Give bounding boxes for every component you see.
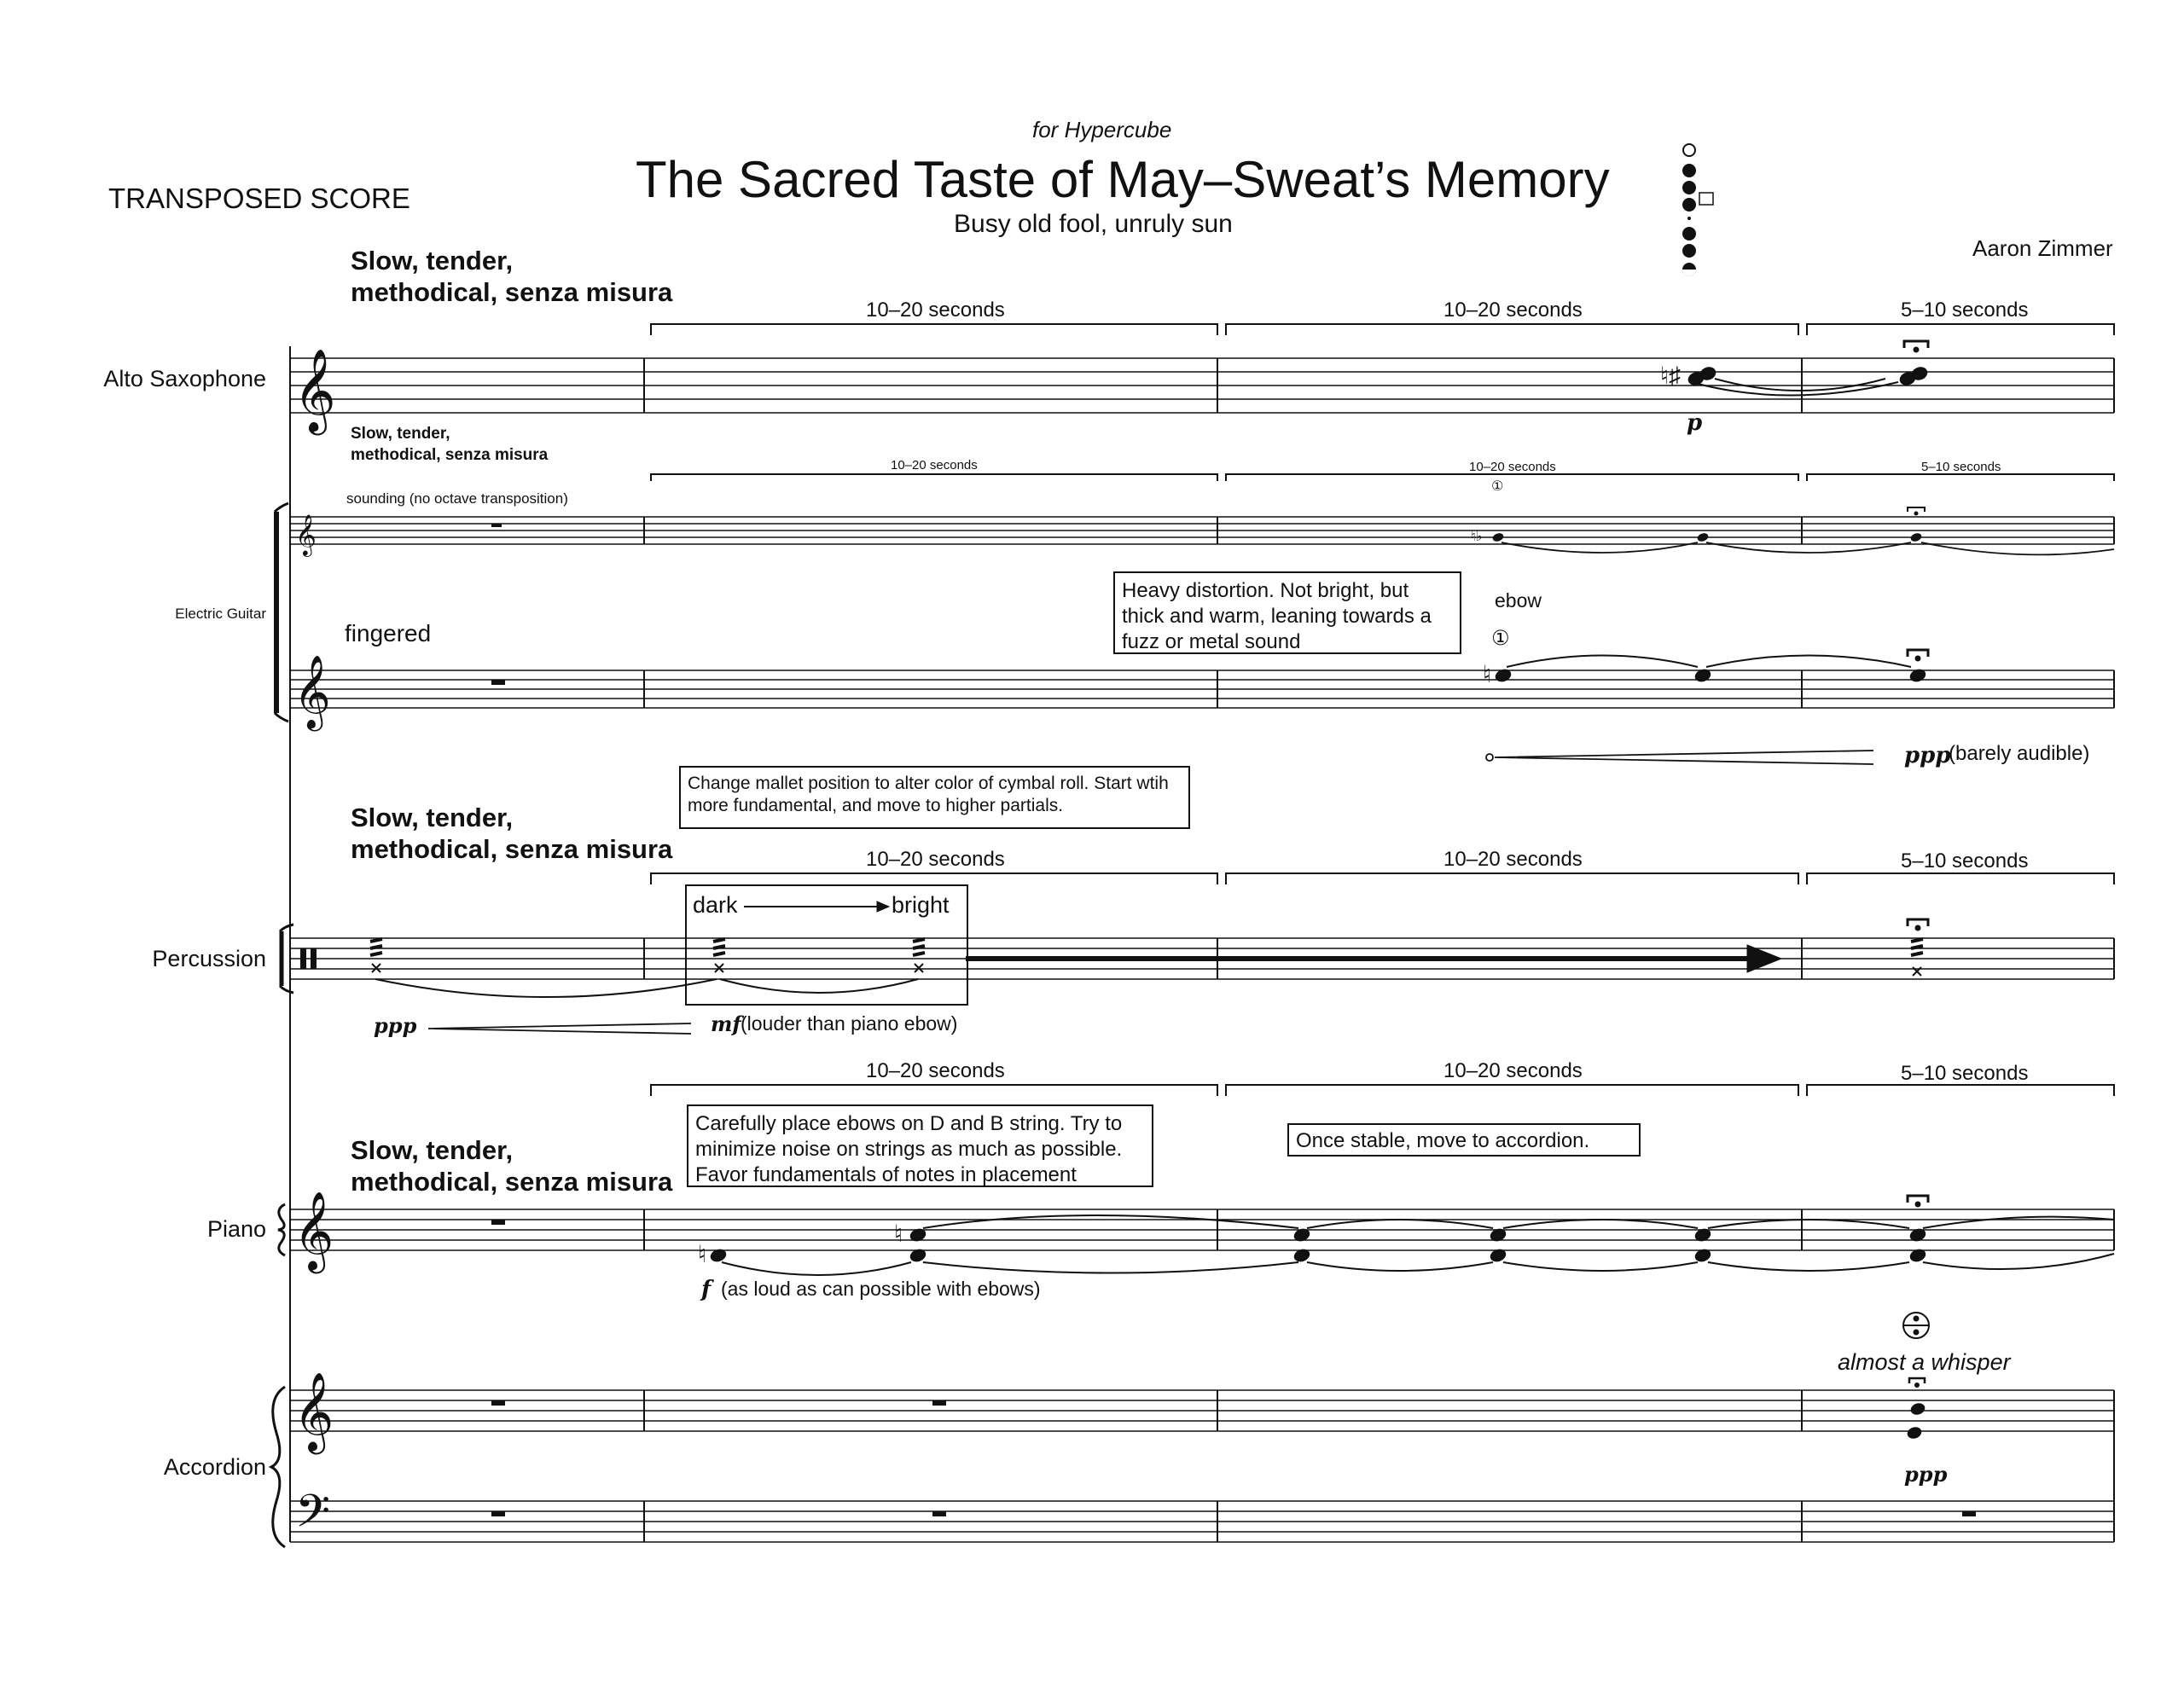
guitar-fingered-label: fingered <box>345 620 432 646</box>
bass-clef-icon: 𝄢 <box>295 1486 330 1549</box>
svg-text:♮♭: ♮♭ <box>1471 530 1482 544</box>
guitar-upper-notes: ♮♭ <box>1471 507 2115 556</box>
tempo-marking-percussion: Slow, tender,methodical, senza misura <box>351 803 673 865</box>
accordion-expression: almost a whisper <box>1838 1349 2011 1375</box>
guitar-lower-notes: ♮ <box>1483 648 1930 687</box>
percussion-notes <box>369 884 1930 1035</box>
dedication: for Hypercube <box>1032 117 1172 142</box>
accordion-notes <box>1902 1312 1930 1439</box>
dark-label: dark <box>693 892 738 918</box>
guitar-tone-instruction: Heavy distortion. Not bright, but thick … <box>1113 571 1461 654</box>
tempo-marking-guitar: Slow, tender,methodical, senza misura <box>351 425 549 464</box>
score-type-label: TRANSPOSED SCORE <box>108 183 410 214</box>
duration-label: 10–20 seconds <box>866 1059 1005 1082</box>
instrument-name-sax: Alto Saxophone <box>103 366 266 391</box>
svg-text:♮: ♮ <box>1483 661 1491 687</box>
tempo-marking-piano: Slow, tender,methodical, senza misura <box>351 1135 673 1197</box>
duration-brackets <box>650 323 2115 1096</box>
string-marker: ① <box>1491 479 1504 494</box>
svg-text:♮♯: ♮♯ <box>1660 362 1681 389</box>
piano-ebow-instruction: Carefully place ebows on D and B string.… <box>687 1104 1153 1187</box>
duration-label: 10–20 seconds <box>1443 848 1583 871</box>
piano-notes: ♮ ♮ <box>698 1194 2115 1276</box>
sax-notes: ♮♯ <box>1660 339 1930 397</box>
guitar-bracket <box>273 501 289 723</box>
duration-label: 10–20 seconds <box>1443 299 1583 322</box>
duration-label: 5–10 seconds <box>1901 299 2029 322</box>
treble-clef-icon: 𝄞 <box>293 1191 334 1273</box>
percussion-dynamic-end: mf <box>711 1012 741 1036</box>
duration-label: 10–20 seconds <box>1443 1059 1583 1082</box>
duration-label: 5–10 seconds <box>1901 849 2029 872</box>
percussion-bracket <box>278 923 294 994</box>
composer-name: Aaron Zimmer <box>1972 235 2113 261</box>
register-switch-icon <box>1902 1312 1930 1339</box>
instrument-name-guitar: Electric Guitar <box>175 606 266 622</box>
percussion-clef-icon <box>300 948 317 969</box>
duration-label: 5–10 seconds <box>1921 460 2001 474</box>
piano-transfer-instruction: Once stable, move to accordion. <box>1287 1123 1641 1157</box>
tempo-marking-sax: Slow, tender,methodical, senza misura <box>351 246 673 308</box>
piano-dynamic-note: (as loud as can possible with ebows) <box>721 1278 1041 1300</box>
instrument-name-percussion: Percussion <box>152 946 266 971</box>
guitar-dynamic-note: (barely audible) <box>1949 742 2090 765</box>
string-marker: ① <box>1491 627 1510 650</box>
svg-text:♮: ♮ <box>894 1220 903 1247</box>
treble-clef-icon: 𝄞 <box>293 1371 334 1454</box>
treble-clef-icon: 𝄞 <box>295 513 317 557</box>
percussion-dynamic-note: (louder than piano ebow) <box>741 1012 958 1035</box>
score-subtitle: Busy old fool, unruly sun <box>954 210 1233 238</box>
score-title: The Sacred Taste of May–Sweat’s Memory <box>636 151 1610 208</box>
svg-text:♮: ♮ <box>698 1241 706 1267</box>
bright-label: bright <box>892 892 950 918</box>
guitar-decrescendo-hairpin <box>1485 750 1874 765</box>
accordion-brace <box>268 1385 286 1549</box>
guitar-dynamic: ppp <box>1904 743 1951 768</box>
guitar-ebow-label: ebow <box>1495 589 1542 612</box>
duration-label: 10–20 seconds <box>866 848 1005 871</box>
duration-label: 10–20 seconds <box>1469 460 1556 474</box>
duration-label: 10–20 seconds <box>866 299 1005 322</box>
duration-label: 10–20 seconds <box>891 458 978 472</box>
instrument-name-piano: Piano <box>206 1216 266 1242</box>
fingering-diagram-icon <box>1682 143 1714 276</box>
treble-clef-icon: 𝄞 <box>293 348 336 435</box>
accordion-dynamic: ppp <box>1904 1462 1948 1487</box>
piano-brace <box>277 1203 286 1257</box>
guitar-sounding-note: sounding (no octave transposition) <box>346 490 568 507</box>
sax-dynamic: p <box>1687 410 1703 436</box>
piano-dynamic: f <box>701 1277 712 1302</box>
duration-label: 5–10 seconds <box>1901 1062 2029 1085</box>
instrument-name-accordion: Accordion <box>163 1454 266 1480</box>
percussion-instruction: Change mallet position to alter color of… <box>679 766 1190 829</box>
treble-clef-icon: 𝄞 <box>293 655 331 732</box>
percussion-dynamic-start: ppp <box>374 1013 417 1038</box>
